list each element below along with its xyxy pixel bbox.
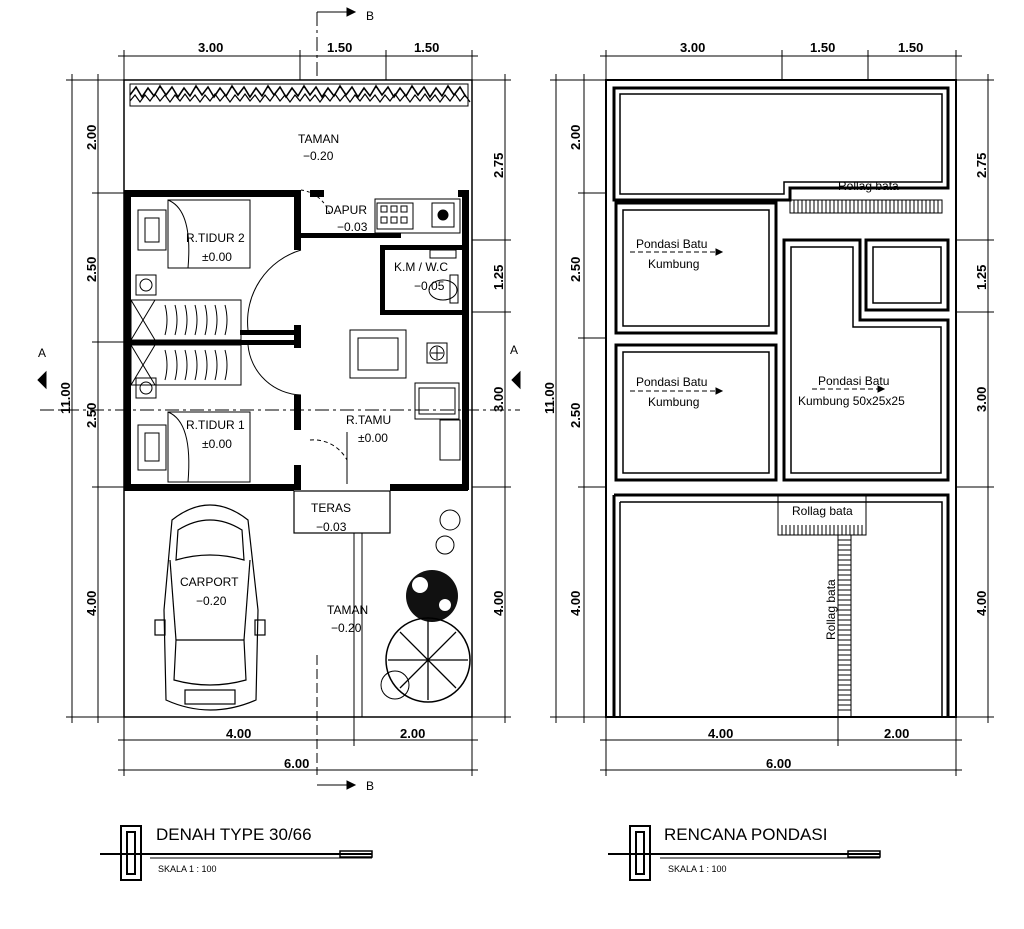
dim-top: 1.50 [414,40,439,55]
room-name: R.TIDUR 2 [186,231,245,245]
leader-arrow [630,248,886,395]
section-b-label-top: B [366,9,374,23]
floor-plan [37,7,521,790]
room-name: R.TAMU [346,413,391,427]
pondasi-label: Pondasi Batu [636,237,707,251]
dim-top: 3.00 [680,40,705,55]
room-name: TAMAN [298,132,339,146]
pondasi-label: Kumbung [648,395,699,409]
dim-top: 1.50 [327,40,352,55]
section-line-a [37,370,521,411]
dim-left-total: 11.00 [542,382,557,414]
room-name: TAMAN [327,603,368,617]
bed [137,199,251,483]
dimension-text: 3.00 1.50 1.50 4.00 2.00 6.00 2.00 2.50 … [58,40,506,771]
room-labels: TAMAN −0.20 DAPUR −0.03 R.TIDUR 2 ±0.00 … [180,132,448,635]
room-level: −0.20 [196,594,227,608]
door-swing [247,189,348,484]
rollag-label: Rollag bata [838,179,899,193]
room-level: −0.05 [414,279,445,293]
dim-left: 2.50 [84,257,99,282]
room-level: −0.20 [303,149,334,163]
kitchen-counter [374,198,461,234]
hedge [129,83,471,107]
room-name: DAPUR [325,203,367,217]
dim-left-total: 11.00 [58,382,73,414]
dim-left: 4.00 [84,591,99,616]
title-block-right: RENCANA PONDASI SKALA 1 : 100 [608,825,881,881]
dim-right: 2.75 [974,153,989,178]
car-icon [154,504,266,711]
section-a-label-left: A [38,346,46,360]
section-b-label-bottom: B [366,779,374,793]
pondasi-label: Kumbung [648,257,699,271]
dim-right: 3.00 [491,387,506,412]
room-level: −0.20 [331,621,362,635]
plant-icon [380,509,471,703]
foundation-labels: Rollag bata Pondasi Batu Kumbung Pondasi… [636,179,905,640]
dim-left: 2.00 [568,125,583,150]
house-walls [124,190,469,491]
dim-top: 3.00 [198,40,223,55]
dim-left: 2.50 [568,257,583,282]
dimension-lines [550,50,994,776]
wardrobe [130,299,242,386]
teras-step [293,490,391,534]
garden-border [316,533,363,775]
rollag-label: Rollag bata [824,579,838,640]
dim-right: 3.00 [974,387,989,412]
toilet [428,249,459,304]
dim-left: 2.00 [84,125,99,150]
foundation-plan [550,50,994,776]
dim-bottom: 2.00 [400,726,425,741]
title-block-left: DENAH TYPE 30/66 SKALA 1 : 100 [100,825,373,881]
room-name: K.M / W.C [394,260,448,274]
section-labels: A A B B [38,9,518,793]
room-name: R.TIDUR 1 [186,418,245,432]
dim-right: 4.00 [491,591,506,616]
section-line-b [316,7,357,790]
dim-left: 4.00 [568,591,583,616]
section-a-label-right: A [510,343,518,357]
drawing-scale: SKALA 1 : 100 [668,864,727,874]
dimension-lines [66,50,511,776]
dim-total: 6.00 [284,756,309,771]
dim-top: 1.50 [810,40,835,55]
dim-right: 1.25 [974,265,989,290]
dim-left: 2.50 [84,403,99,428]
pondasi-label: Pondasi Batu [818,374,889,388]
foundation-walls [605,79,957,718]
room-level: ±0.00 [202,250,232,264]
dim-bottom: 4.00 [708,726,733,741]
dim-right: 1.25 [491,265,506,290]
room-level: −0.03 [337,220,368,234]
drawing-title: RENCANA PONDASI [664,825,827,844]
sofa [349,329,461,461]
drawing-scale: SKALA 1 : 100 [158,864,217,874]
drawing-title: DENAH TYPE 30/66 [156,825,312,844]
dim-bottom: 2.00 [884,726,909,741]
pondasi-label: Kumbung 50x25x25 [798,394,905,408]
room-name: TERAS [311,501,351,515]
dim-right: 4.00 [974,591,989,616]
room-level: ±0.00 [358,431,388,445]
rollag-label: Rollag bata [792,504,853,518]
room-level: −0.03 [316,520,347,534]
pondasi-label: Pondasi Batu [636,375,707,389]
room-name: CARPORT [180,575,239,589]
room-level: ±0.00 [202,437,232,451]
rollag-hatch [777,199,943,718]
dim-bottom: 4.00 [226,726,251,741]
dim-top: 1.50 [898,40,923,55]
dim-left: 2.50 [568,403,583,428]
fan-fixture [135,274,157,399]
dimension-text: 3.00 1.50 1.50 4.00 2.00 6.00 2.00 2.50 … [542,40,989,771]
dim-right: 2.75 [491,153,506,178]
dim-total: 6.00 [766,756,791,771]
